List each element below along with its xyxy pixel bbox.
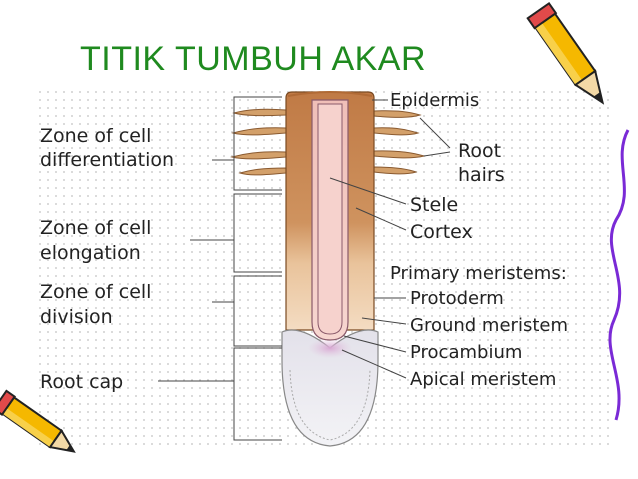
label-zone-elongation-1: Zone of cell (40, 217, 151, 239)
label-root-hairs-1: Root (458, 140, 501, 162)
apical-meristem (308, 338, 352, 358)
root-hairs-right (373, 110, 426, 175)
label-zone-division-2: division (40, 306, 113, 328)
zone-brackets (158, 96, 282, 441)
squiggle-right-decoration (608, 129, 630, 421)
label-root-cap: Root cap (40, 371, 123, 393)
label-leaders (329, 99, 451, 379)
label-root-hairs-2: hairs (458, 164, 505, 186)
label-primary-meristems: Primary meristems: (390, 263, 567, 284)
slide-title: TITIK TUMBUH AKAR (80, 40, 427, 78)
label-zone-division-1: Zone of cell (40, 281, 151, 303)
epidermis-edge (287, 91, 373, 97)
label-protoderm: Protoderm (410, 288, 504, 309)
label-zone-differentiation-2: differentiation (40, 149, 174, 171)
label-ground-meristem: Ground meristem (410, 315, 568, 336)
label-stele: Stele (410, 194, 458, 216)
label-procambium: Procambium (410, 342, 522, 363)
label-zone-differentiation-1: Zone of cell (40, 125, 151, 147)
pencil-icon-top-right (526, 1, 605, 105)
pencil-icon-bottom-left (0, 389, 76, 453)
root-cap-cells (289, 369, 371, 441)
label-epidermis: Epidermis (390, 90, 479, 111)
label-zone-elongation-2: elongation (40, 242, 141, 264)
label-cortex: Cortex (410, 221, 473, 243)
label-apical-meristem: Apical meristem (410, 369, 556, 390)
procambium-inner (317, 103, 343, 335)
root-hairs-left (230, 108, 287, 176)
